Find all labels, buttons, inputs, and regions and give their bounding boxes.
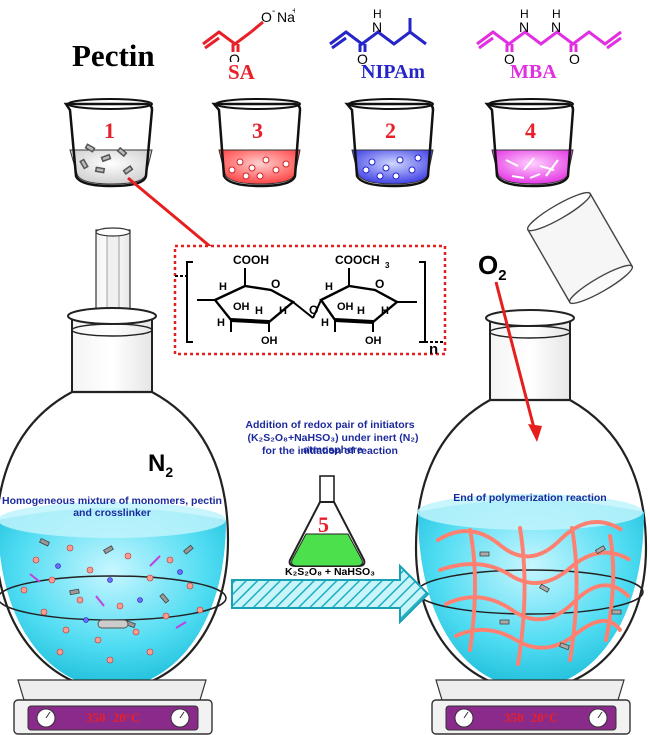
o2-symbol: O [478,250,499,280]
mba-carbonyl-o2: O [569,51,580,64]
mba-n1: N [519,19,529,35]
o2-label: O2 [478,250,507,284]
ring-o-left: O [271,277,280,291]
oh-3: OH [337,301,354,313]
pectin-structure: COOH COOCH 3 O O O H H H H H H H H OH OH… [175,253,443,354]
mba-n2: N [551,19,561,35]
left-heater-value: 350 20°C [86,710,140,726]
left-heater-right: 20°C [112,710,141,725]
initiator-number: 5 [318,512,329,537]
bridge-o: O [309,303,318,317]
h-4: H [255,305,263,317]
sa-na-charge: + [292,6,295,17]
left-flask-caption: Homogeneous mixture of monomers, pectin … [2,495,222,519]
cooch3-sub: 3 [385,261,390,270]
right-flask [414,191,648,735]
beaker-4-number: 4 [525,118,536,143]
nipam-n: N [372,19,382,35]
nipam-structure: H N O [329,7,427,64]
initiator-label: K₂S₂O₈ + NaHSO₃ [285,566,375,578]
sa-structure: O - Na + O [202,6,295,62]
nipam-label: NIPAm [361,61,426,83]
pectin-label: Pectin [72,38,155,73]
h-1: H [219,281,227,293]
right-heater-value: 350 20°C [504,710,558,726]
oh-2: OH [261,335,278,347]
cooch3-label: COOCH [335,253,380,267]
beaker-2 [344,98,435,188]
left-heater-left: 350 [86,710,106,725]
right-flask-caption: End of polymerization reaction [453,492,607,504]
mba-h1: H [520,7,529,21]
h-6: H [381,305,389,317]
initiator-flask [288,475,366,567]
center-caption-line2: (K₂S₂O₈+NaHSO₃) under inert (N₂) atmosph… [247,432,419,456]
n2-symbol: N [148,450,166,477]
mba-carbonyl-o1: O [504,51,515,64]
h-3: H [217,317,225,329]
h-8: H [357,305,365,317]
n2-label: N2 [148,450,173,480]
right-heater-right: 20°C [530,710,559,725]
ring-o-right: O [375,277,384,291]
beaker-4 [484,98,575,188]
mba-h2: H [552,7,561,21]
sa-minus: - [272,6,275,17]
right-heater-left: 350 [504,710,524,725]
oh-1: OH [233,301,250,313]
sa-na: Na [277,9,295,25]
center-caption-line3: for the initiation of reaction [262,445,398,457]
repeat-n: n [429,341,438,354]
mba-structure: H N H N O O [476,7,622,64]
beaker-1-number: 1 [104,118,115,143]
mba-label: MBA [510,61,557,83]
zoom-connector [127,176,213,250]
structure-box [173,244,447,356]
center-caption-line1: Addition of redox pair of initiators [245,419,415,431]
o2-sub: 2 [498,267,507,285]
left-flask [0,227,230,735]
beaker-2-number: 2 [385,118,396,143]
sa-label: SA [228,60,255,84]
h-2: H [279,305,287,317]
beaker-3-number: 3 [252,118,263,143]
sa-o-minus: O [261,9,272,25]
beaker-3 [211,98,302,188]
cooh-label: COOH [233,253,269,267]
nipam-carbonyl-o: O [357,51,368,64]
process-arrow [231,563,430,625]
oh-4: OH [365,335,382,347]
beaker-1 [63,98,154,188]
beakers [63,98,575,188]
n2-sub: 2 [165,463,174,480]
sa-carbonyl-o: O [229,51,240,62]
h-7: H [321,317,329,329]
h-5: H [325,281,333,293]
nipam-h: H [373,7,382,21]
